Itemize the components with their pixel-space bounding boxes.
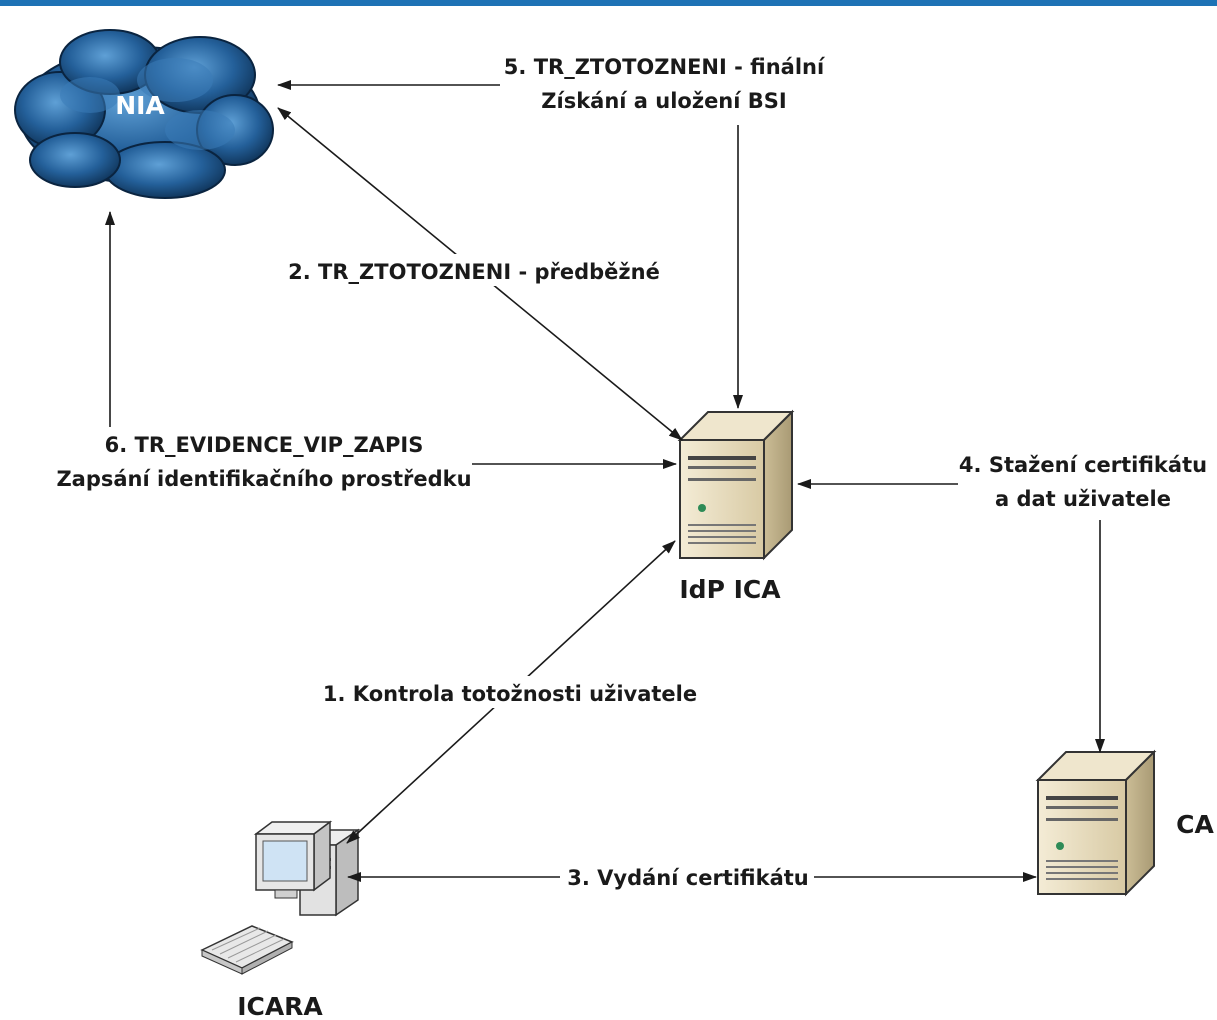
edge-3-label: 3. Vydání certifikátu <box>567 866 808 890</box>
idp-server-icon <box>677 409 795 561</box>
edge-6-label-line2: Zapsání identifikačního prostředku <box>56 467 471 491</box>
edge-4-label-line2: a dat uživatele <box>995 487 1171 511</box>
nia-label: NIA <box>115 91 165 120</box>
edge-1-label: 1. Kontrola totožnosti uživatele <box>323 682 697 706</box>
edge-6-label-line1: 6. TR_EVIDENCE_VIP_ZAPIS <box>105 433 424 457</box>
ca-label: CA <box>1176 810 1214 839</box>
icara-label: ICARA <box>237 992 323 1020</box>
edge-4-label-line1: 4. Stažení certifikátu <box>959 453 1207 477</box>
icara-workstation-icon <box>200 820 361 975</box>
nia-cloud-icon: NIA <box>14 29 274 199</box>
ca-server-icon <box>1035 749 1157 897</box>
edge-5-label-line1: 5. TR_ZTOTOZNENI - finální <box>504 55 826 79</box>
top-accent-bar <box>0 0 1217 6</box>
edge-2-label: 2. TR_ZTOTOZNENI - předběžné <box>288 260 660 284</box>
edge-5-label-line2: Získání a uložení BSI <box>541 89 786 113</box>
idp-label: IdP ICA <box>679 575 781 604</box>
